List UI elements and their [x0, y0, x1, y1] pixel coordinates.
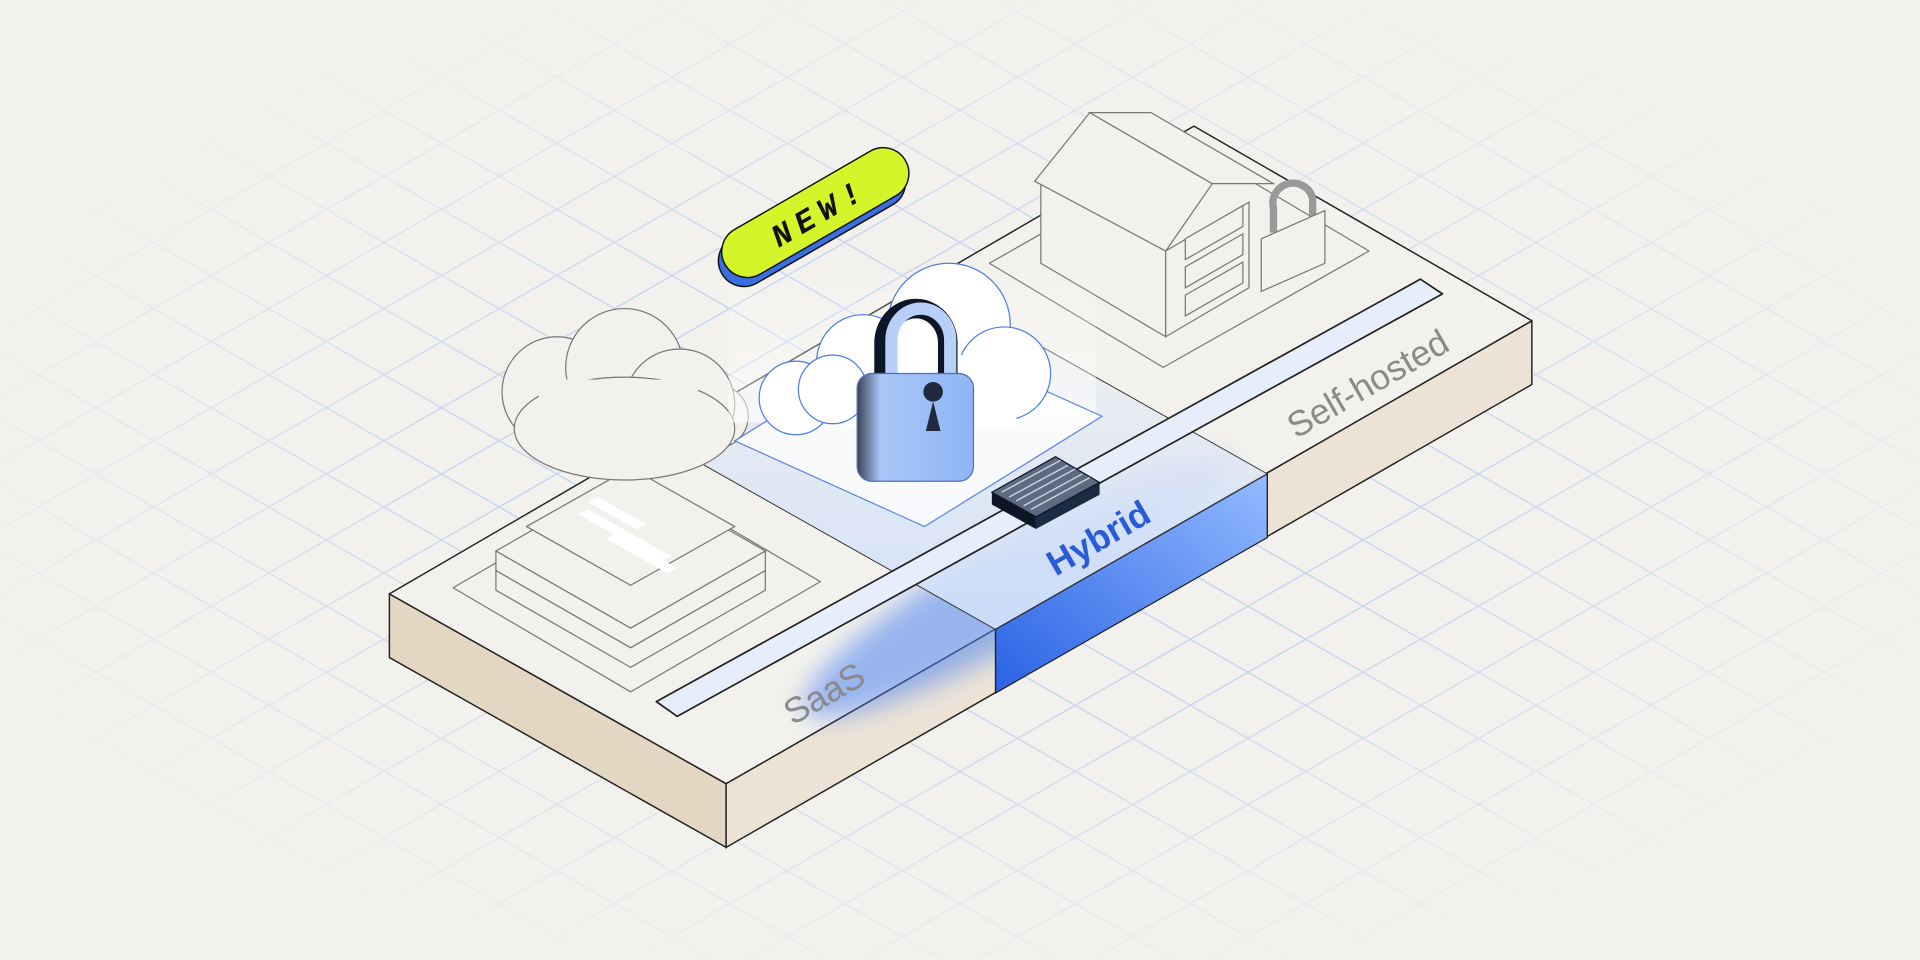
grid-line: [1804, 0, 1920, 67]
new-badge: NEW!: [717, 146, 910, 288]
small-padlock-icon: [1269, 179, 1317, 233]
grid-line: [0, 550, 713, 960]
grid-line: [976, 418, 1920, 960]
grid-line: [1898, 947, 1920, 960]
grid-line: [746, 285, 1920, 960]
keyhole-icon: [923, 382, 943, 432]
grid-line: [631, 219, 1920, 960]
grid-line: [1207, 550, 1920, 960]
grid-line: [0, 814, 253, 960]
padlock-body-icon: [856, 372, 975, 482]
grid-line: [1458, 0, 1920, 266]
grid-line: [0, 0, 116, 67]
deployment-slider-handle[interactable]: [990, 456, 1101, 529]
grid-line: [0, 0, 1038, 596]
grid-line: [1091, 484, 1920, 960]
grid-line: [1667, 814, 1920, 960]
grid-line: [0, 0, 346, 200]
grid-line: [0, 880, 137, 960]
grid-line: [1573, 0, 1920, 200]
grid-line: [0, 484, 829, 960]
grid-line: [1782, 880, 1920, 960]
saas-cloud-icon: [501, 307, 749, 481]
grid-line: [0, 0, 692, 398]
grid-line: [0, 0, 462, 266]
hybrid-cloud-lock: [733, 262, 1104, 528]
grid-line: [1437, 682, 1920, 960]
grid-line: [0, 748, 368, 960]
grid-line: [1689, 0, 1920, 133]
grid-line: [861, 352, 1920, 960]
grid-line: [0, 0, 922, 530]
grid-line: [0, 0, 807, 464]
grid-line: [0, 947, 22, 960]
grid-line: [0, 0, 231, 133]
grid-line: [1322, 616, 1920, 960]
grid-line: [0, 0, 1153, 662]
grid-line: [1552, 748, 1920, 960]
grid-line: [0, 616, 598, 960]
saas-cloud-chip: [452, 307, 822, 693]
grid-line: [1228, 0, 1920, 398]
grid-line: [0, 682, 483, 960]
grid-line: [0, 0, 577, 332]
